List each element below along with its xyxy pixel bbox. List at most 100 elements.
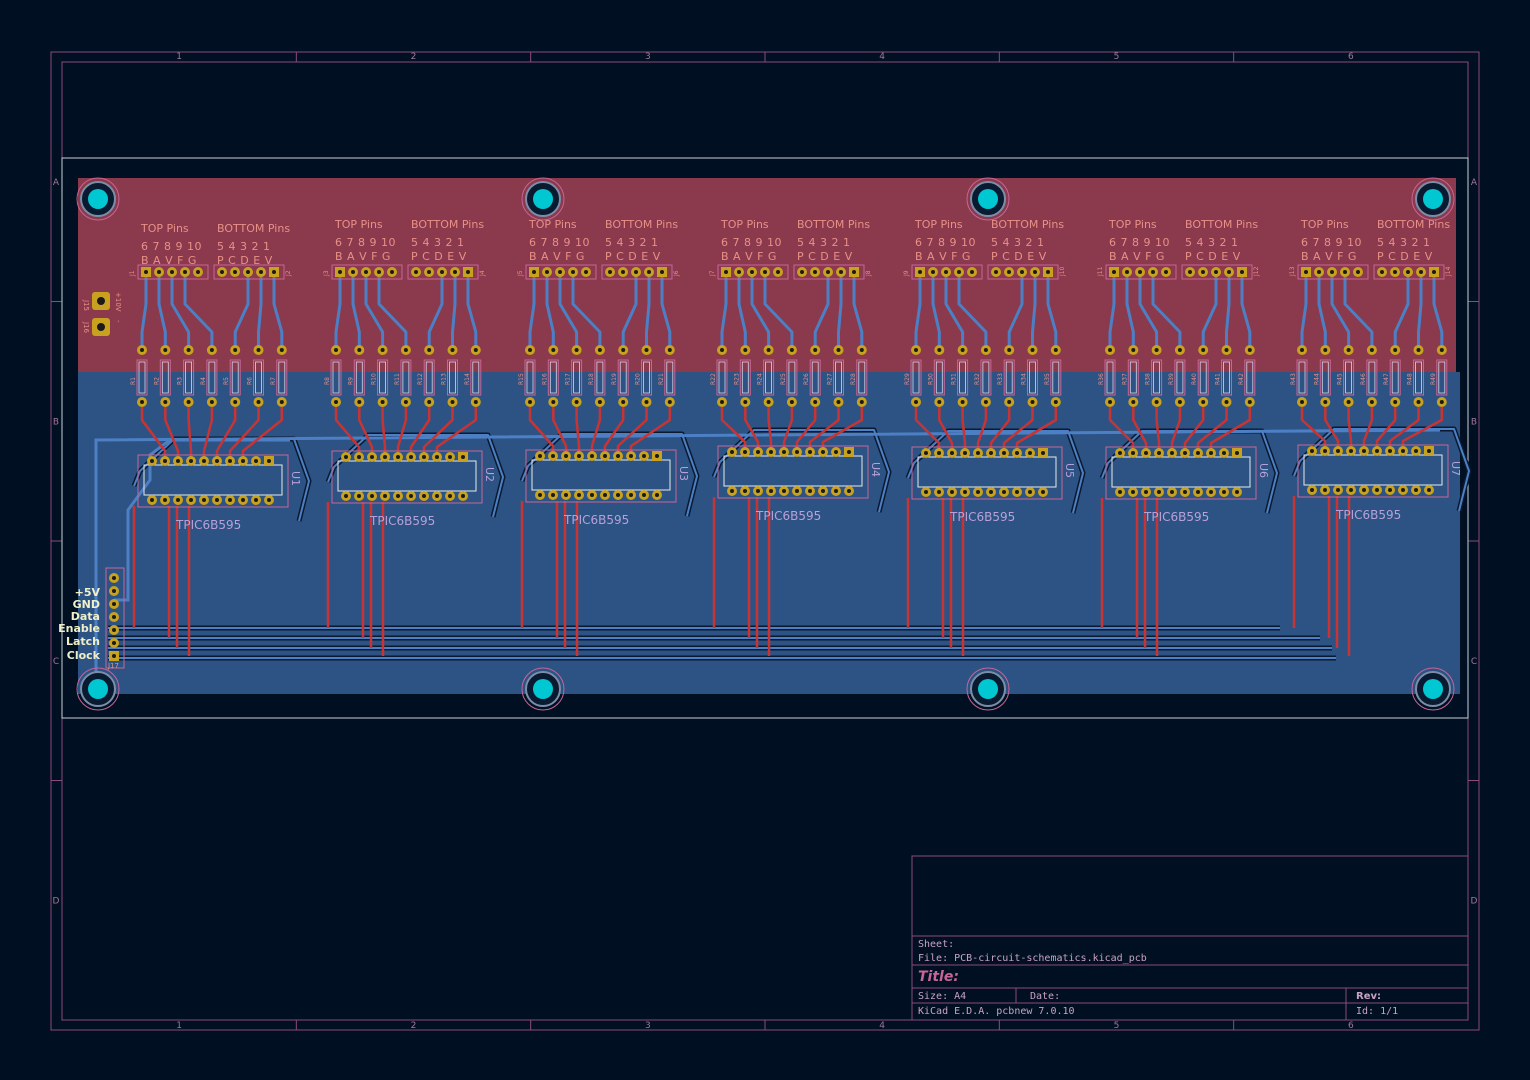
resistor-r37[interactable]: R37 bbox=[1121, 345, 1139, 407]
resistor-ref: R30 bbox=[927, 373, 934, 385]
resistor-r18[interactable]: R18 bbox=[588, 345, 606, 407]
resistor-r36[interactable]: R36 bbox=[1098, 345, 1116, 407]
resistor-r15[interactable]: R15 bbox=[518, 345, 536, 407]
back-track bbox=[720, 272, 728, 350]
header-j2[interactable]: J2 bbox=[213, 264, 292, 280]
ic-part-label: TPIC6B595 bbox=[1143, 510, 1209, 524]
resistor-r17[interactable]: R17 bbox=[565, 345, 583, 407]
resistor-r6[interactable]: R6 bbox=[247, 345, 264, 407]
top-pins-heading: TOP Pins bbox=[914, 218, 963, 231]
bottom-pin-numbers: 5 4 3 2 1 bbox=[605, 236, 658, 249]
header-j3[interactable]: J3 bbox=[323, 264, 403, 280]
resistor-r9[interactable]: R9 bbox=[347, 345, 365, 407]
ic-u6[interactable]: TPIC6B595 U6 bbox=[1105, 446, 1270, 524]
header-j14[interactable]: J14 bbox=[1373, 264, 1452, 280]
resistor-r21[interactable]: R21 bbox=[658, 345, 676, 407]
power-connector-ref: J15 bbox=[82, 299, 90, 311]
header-j13[interactable]: J13 bbox=[1289, 264, 1369, 280]
resistor-r4[interactable]: R4 bbox=[200, 345, 218, 407]
back-track bbox=[914, 272, 922, 350]
resistor-r8[interactable]: R8 bbox=[324, 345, 342, 407]
main-connector-j17[interactable]: +5V GND Data Enable Latch Clock J17 bbox=[58, 567, 125, 670]
header-j4[interactable]: J4 bbox=[407, 264, 486, 280]
resistor-r28[interactable]: R28 bbox=[850, 345, 868, 407]
back-track bbox=[1151, 272, 1182, 350]
header-j8[interactable]: J8 bbox=[793, 264, 872, 280]
resistor-r26[interactable]: R26 bbox=[803, 345, 821, 407]
back-track bbox=[1125, 272, 1135, 350]
mounting-hole bbox=[521, 667, 565, 711]
resistor-ref: R12 bbox=[417, 373, 424, 385]
ic-ref: U6 bbox=[1257, 463, 1270, 478]
resistor-r44[interactable]: R44 bbox=[1313, 345, 1331, 407]
header-j7[interactable]: J7 bbox=[709, 264, 789, 280]
resistor-r33[interactable]: R33 bbox=[997, 345, 1015, 407]
header-j1[interactable]: J1 bbox=[129, 264, 209, 280]
resistor-r3[interactable]: R3 bbox=[177, 345, 195, 407]
zone-col-top-6: 6 bbox=[1348, 52, 1354, 62]
header-j5[interactable]: J5 bbox=[517, 264, 597, 280]
resistor-r12[interactable]: R12 bbox=[417, 345, 435, 407]
resistor-r16[interactable]: R16 bbox=[541, 345, 559, 407]
resistor-r42[interactable]: R42 bbox=[1238, 345, 1256, 407]
top-pins-heading: TOP Pins bbox=[720, 218, 769, 231]
resistor-r25[interactable]: R25 bbox=[780, 345, 798, 407]
resistor-r14[interactable]: R14 bbox=[464, 345, 482, 407]
resistor-r7[interactable]: R7 bbox=[270, 345, 288, 407]
resistor-r1[interactable]: R1 bbox=[130, 345, 148, 407]
back-track bbox=[1046, 272, 1058, 350]
back-track bbox=[1432, 272, 1444, 350]
resistor-r11[interactable]: R11 bbox=[394, 345, 412, 407]
header-j12[interactable]: J12 bbox=[1181, 264, 1260, 280]
resistor-r32[interactable]: R32 bbox=[974, 345, 992, 407]
resistor-r41[interactable]: R41 bbox=[1215, 345, 1232, 407]
resistor-r35[interactable]: R35 bbox=[1044, 345, 1062, 407]
mounting-hole bbox=[1411, 177, 1455, 221]
resistor-r34[interactable]: R34 bbox=[1021, 345, 1038, 407]
resistor-r13[interactable]: R13 bbox=[441, 345, 458, 407]
resistor-r20[interactable]: R20 bbox=[635, 345, 652, 407]
resistor-r38[interactable]: R38 bbox=[1145, 345, 1163, 407]
resistor-r45[interactable]: R45 bbox=[1337, 345, 1355, 407]
resistor-r30[interactable]: R30 bbox=[927, 345, 945, 407]
resistor-ref: R19 bbox=[611, 373, 618, 385]
back-track bbox=[140, 272, 148, 350]
resistor-r47[interactable]: R47 bbox=[1383, 345, 1401, 407]
header-j10[interactable]: J10 bbox=[987, 264, 1066, 280]
resistor-r5[interactable]: R5 bbox=[223, 345, 241, 407]
header-ref: J3 bbox=[323, 270, 330, 277]
header-j6[interactable]: J6 bbox=[601, 264, 680, 280]
back-track bbox=[645, 272, 651, 350]
zone-row-left-C: C bbox=[53, 657, 59, 667]
resistor-r27[interactable]: R27 bbox=[827, 345, 844, 407]
resistor-r29[interactable]: R29 bbox=[904, 345, 922, 407]
resistor-r39[interactable]: R39 bbox=[1168, 345, 1186, 407]
resistor-r22[interactable]: R22 bbox=[710, 345, 728, 407]
resistor-r46[interactable]: R46 bbox=[1360, 345, 1378, 407]
resistor-r31[interactable]: R31 bbox=[951, 345, 969, 407]
header-j11[interactable]: J11 bbox=[1097, 264, 1177, 280]
mounting-hole bbox=[76, 667, 120, 711]
resistor-r48[interactable]: R48 bbox=[1407, 345, 1424, 407]
ic-part-label: TPIC6B595 bbox=[755, 509, 821, 523]
power-connector-j15[interactable]: +10V J15 - J16 bbox=[82, 292, 122, 336]
resistor-ref: R23 bbox=[733, 373, 740, 385]
resistor-r10[interactable]: R10 bbox=[371, 345, 389, 407]
resistor-r19[interactable]: R19 bbox=[611, 345, 629, 407]
resistor-r49[interactable]: R49 bbox=[1430, 345, 1448, 407]
resistor-r40[interactable]: R40 bbox=[1191, 345, 1209, 407]
bottom-pin-letters: P C D E V bbox=[797, 250, 853, 263]
resistor-r24[interactable]: R24 bbox=[757, 345, 775, 407]
header-j9[interactable]: J9 bbox=[903, 264, 983, 280]
resistor-r23[interactable]: R23 bbox=[733, 345, 751, 407]
top-pins-heading: TOP Pins bbox=[1108, 218, 1157, 231]
resistor-r43[interactable]: R43 bbox=[1290, 345, 1308, 407]
resistor-r2[interactable]: R2 bbox=[153, 345, 171, 407]
